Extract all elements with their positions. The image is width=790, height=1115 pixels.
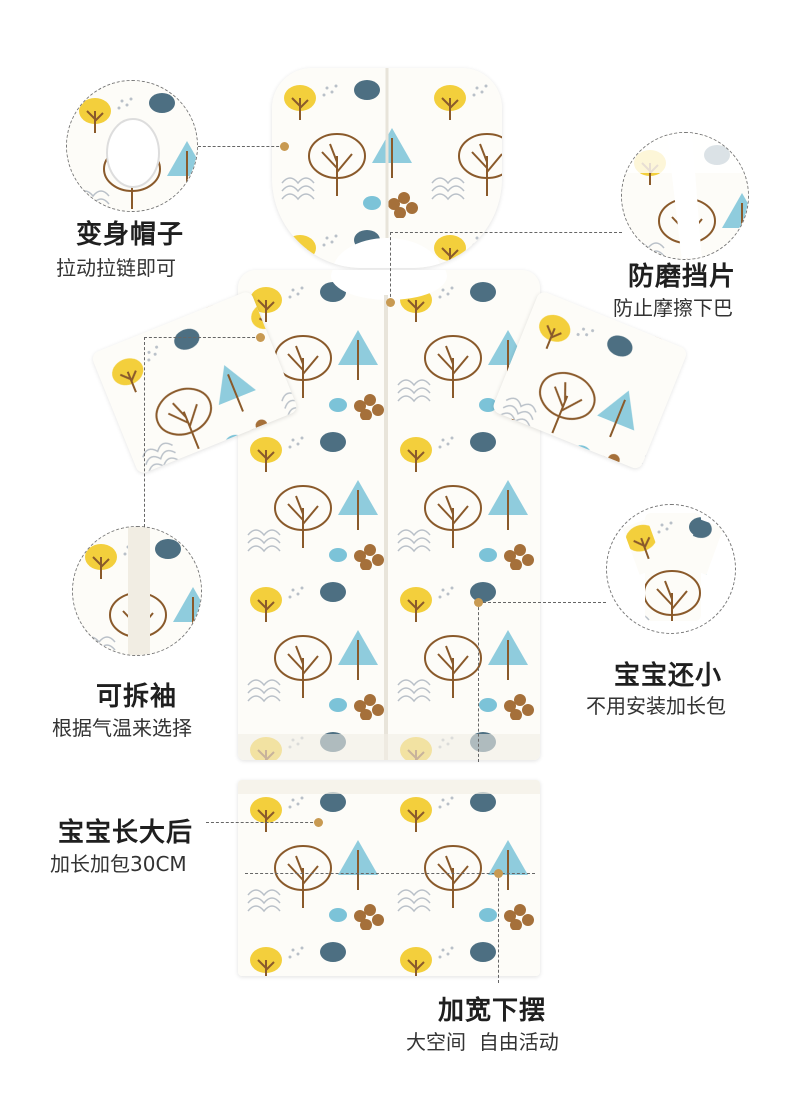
sleeve-connector-dot (256, 333, 265, 342)
small-baby-connector-h (478, 602, 606, 603)
right-sleeve (491, 290, 689, 471)
chin-guard-detail-circle (621, 132, 749, 260)
hood-connector-dot (280, 142, 289, 151)
grown-baby-connector (206, 822, 318, 823)
sleeves-subtitle: 根据气温来选择 (52, 716, 192, 740)
hood-subtitle: 拉动拉链即可 (56, 256, 176, 280)
chin-guard-subtitle: 防止摩擦下巴 (613, 296, 733, 320)
small-baby-connector-dot (474, 598, 483, 607)
grown-baby-connector-dot (314, 818, 323, 827)
sleeve-connector-v (144, 337, 145, 527)
extension-seam (245, 873, 535, 874)
small-baby-detail-circle (606, 504, 736, 634)
wide-hem-connector (498, 873, 499, 983)
hood-connector (198, 146, 284, 147)
grown-baby-title: 宝宝长大后 (58, 818, 194, 848)
chin-connector-dot (386, 298, 395, 307)
small-baby-connector-v (478, 602, 479, 762)
chin-connector-v (390, 232, 391, 302)
sleeve-connector-h (144, 337, 260, 338)
sleep-sack-body (238, 270, 540, 760)
sleeve-detail-circle (72, 526, 202, 656)
small-baby-subtitle: 不用安装加长包 (586, 694, 726, 718)
small-baby-title: 宝宝还小 (614, 661, 723, 691)
grown-baby-subtitle: 加长加包30CM (50, 852, 187, 876)
extension-panel (238, 780, 540, 976)
chin-connector-h (390, 232, 622, 233)
hood-title: 变身帽子 (76, 220, 185, 250)
sleeves-title: 可拆袖 (96, 682, 178, 712)
hood-detail-circle (66, 80, 198, 212)
wide-hem-subtitle: 大空间 自由活动 (406, 1030, 559, 1054)
wide-hem-connector-dot (494, 869, 503, 878)
chin-guard-title: 防磨挡片 (628, 262, 737, 292)
left-sleeve (90, 290, 299, 475)
hood-image (272, 68, 502, 268)
wide-hem-title: 加宽下摆 (438, 996, 547, 1026)
